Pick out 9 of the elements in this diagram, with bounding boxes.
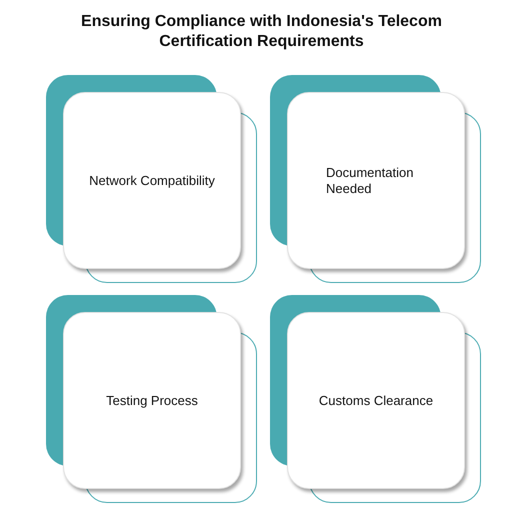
card-label: Customs Clearance [318, 392, 434, 408]
card-label: Testing Process [106, 392, 198, 408]
card-label: Network Compatibility [89, 172, 215, 188]
diagram-title: Ensuring Compliance with Indonesia's Telecom Certification Requirements [80, 12, 443, 52]
card [287, 92, 465, 269]
card [287, 312, 465, 489]
card-label: Documentation Needed [326, 164, 414, 196]
card [63, 312, 241, 489]
card [63, 92, 241, 269]
